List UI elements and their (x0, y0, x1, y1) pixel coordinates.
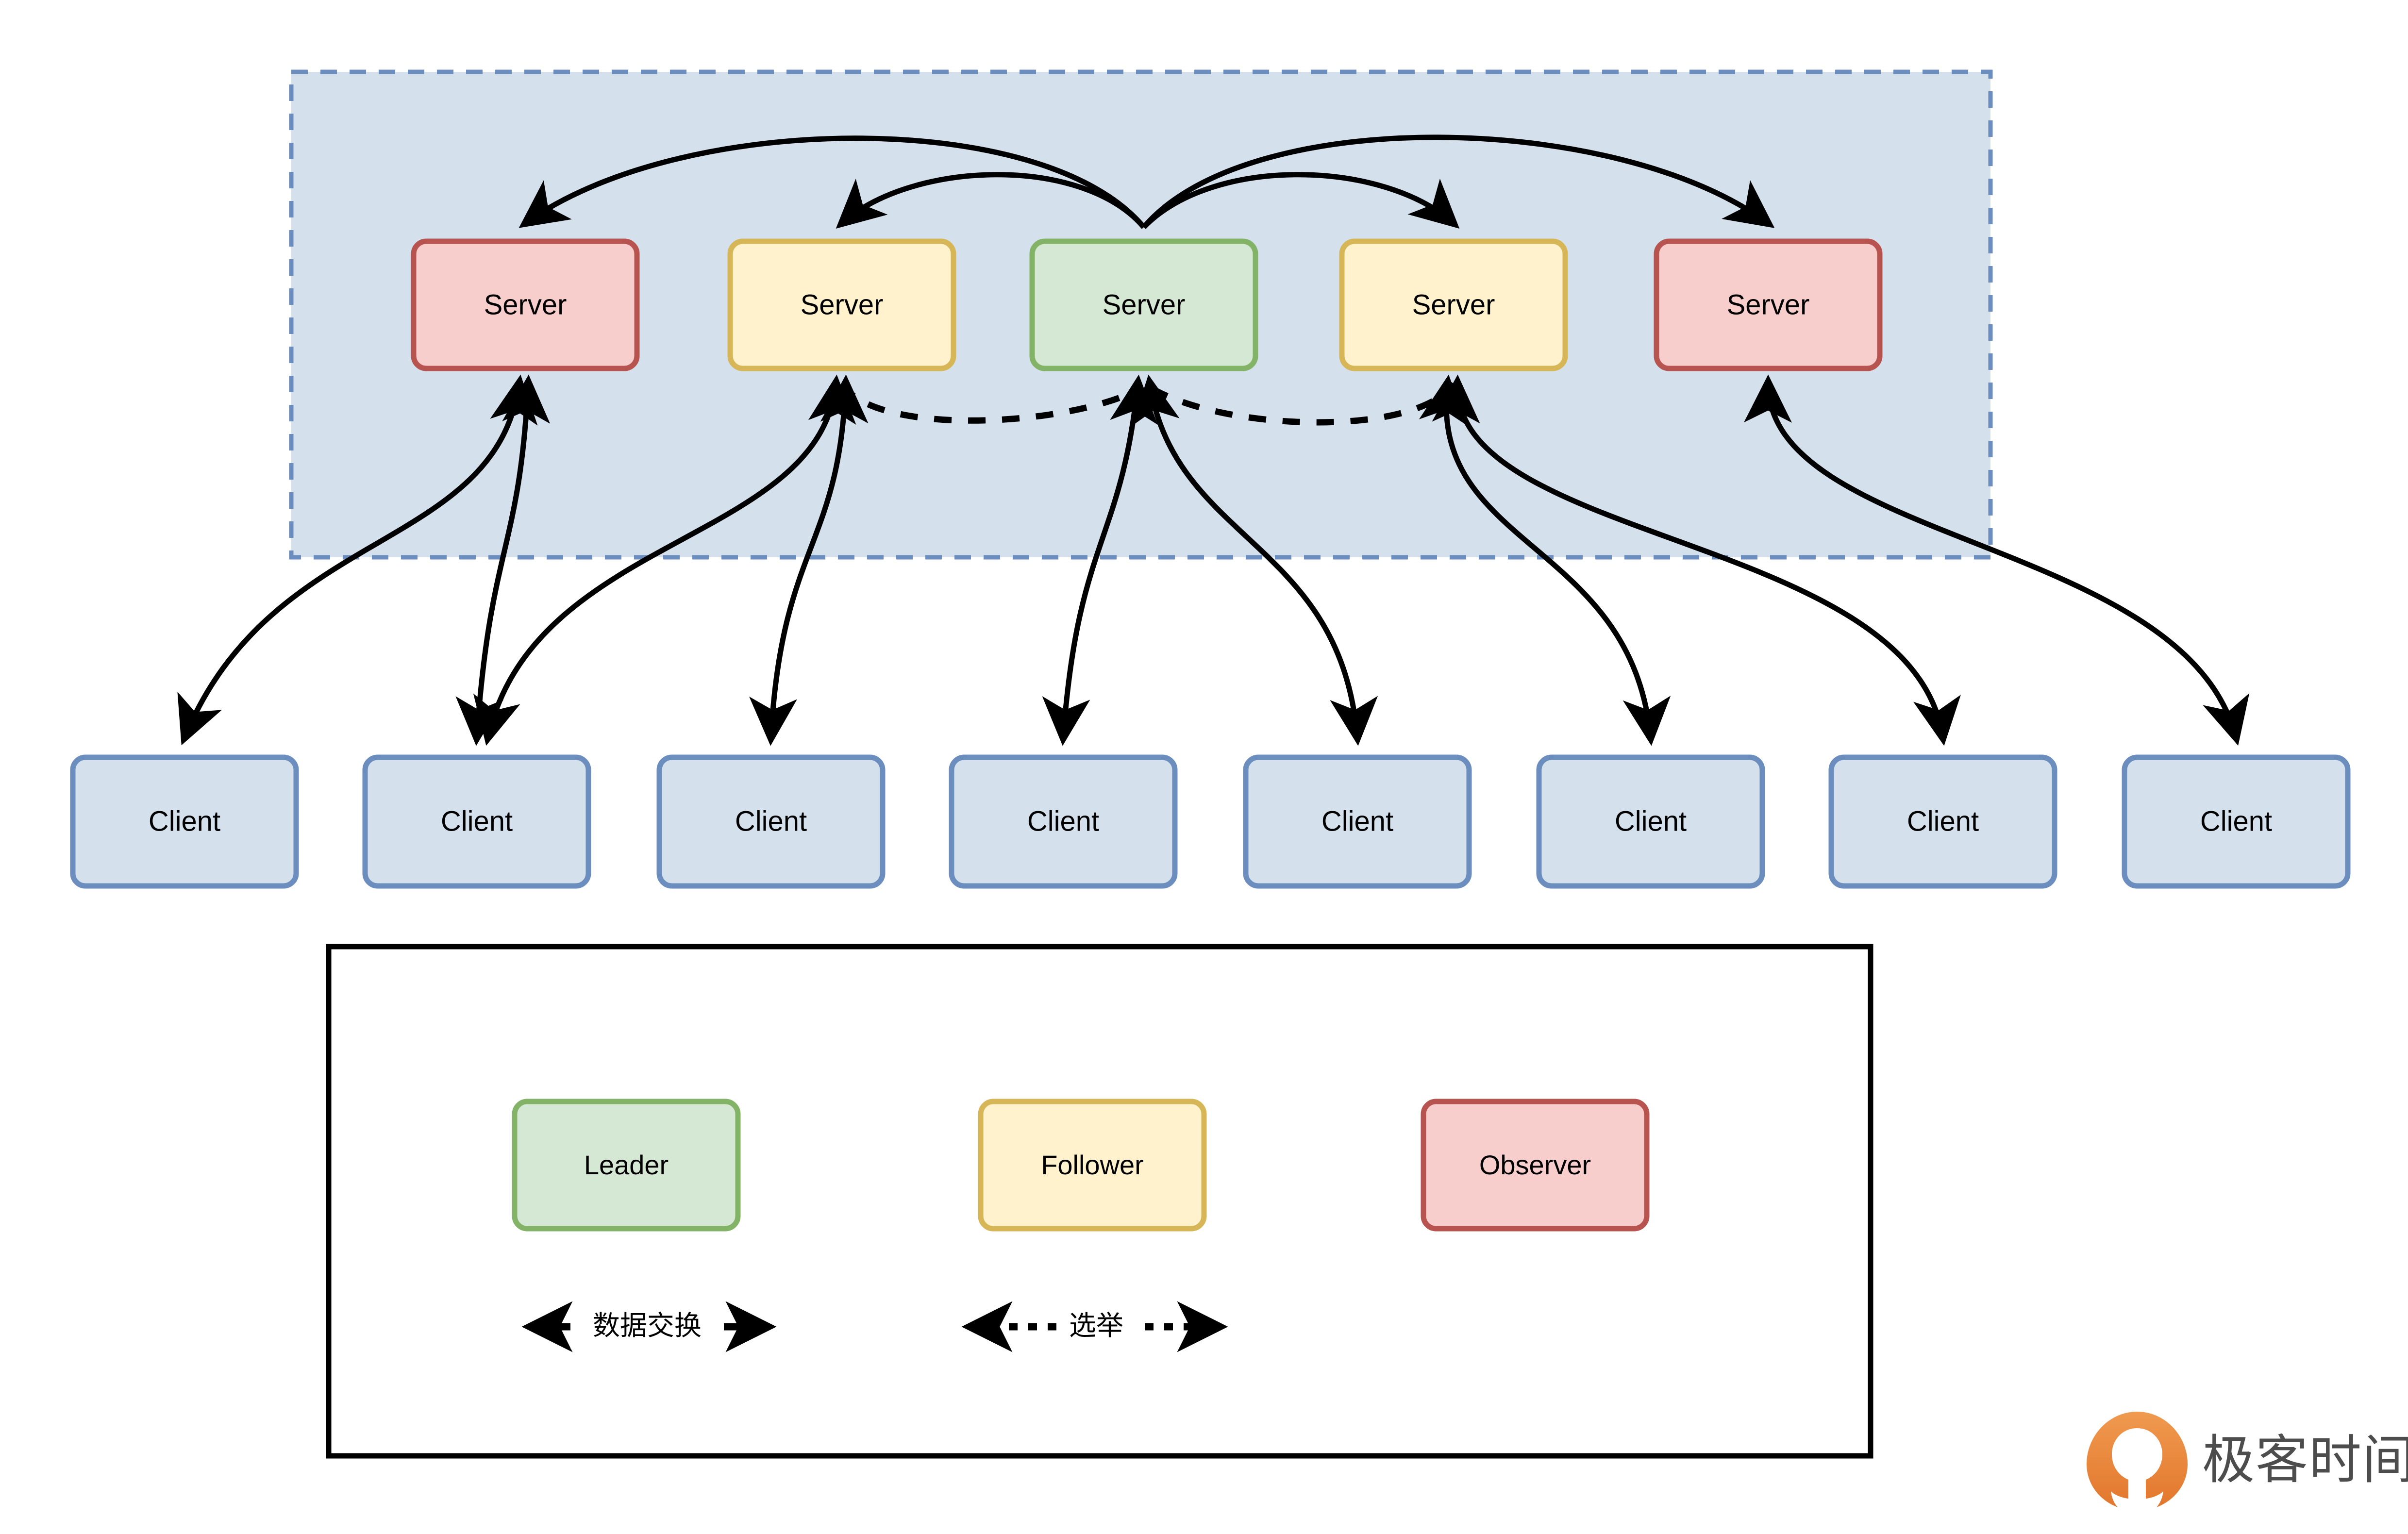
server-link-group (518, 134, 1775, 229)
client-box[interactable] (1243, 754, 1472, 889)
legend-swatch-observer[interactable] (1421, 1099, 1650, 1232)
client-node-5[interactable]: Client (1243, 754, 1472, 889)
watermark-text: 极客时间 (2202, 1431, 2408, 1489)
server-box[interactable] (411, 238, 640, 371)
legend-label-leader: Leader (584, 1150, 669, 1180)
legend-arrow-key-election: 选举 (961, 1301, 1228, 1352)
client-box[interactable] (1536, 754, 1765, 889)
client-box[interactable] (949, 754, 1178, 889)
client-label: Client (149, 805, 220, 837)
server-box[interactable] (727, 238, 956, 371)
server-box[interactable] (1339, 238, 1568, 371)
client-label: Client (735, 805, 807, 837)
client-label: Client (441, 805, 513, 837)
client-node-1[interactable]: Client (70, 754, 299, 889)
client-box[interactable] (2122, 754, 2351, 889)
server-node-4[interactable]: Server (1339, 238, 1568, 371)
edge-leader-client-4 (1042, 374, 1158, 746)
geektime-pin-smile (2111, 1491, 2163, 1516)
client-label: Client (1615, 805, 1687, 837)
client-node-8[interactable]: Client (2122, 754, 2351, 889)
server-box[interactable] (1654, 238, 1883, 371)
edge-leader-client-5 (1132, 374, 1378, 746)
server-node-2[interactable]: Server (727, 238, 956, 371)
server-node-5[interactable]: Server (1654, 238, 1883, 371)
election-label: 选举 (1069, 1310, 1123, 1341)
client-box[interactable] (70, 754, 299, 889)
client-label: Client (1321, 805, 1393, 837)
watermark: 极客时间 (2087, 1412, 2408, 1516)
client-label: Client (2200, 805, 2272, 837)
client-box[interactable] (1828, 754, 2057, 889)
server-box[interactable] (1029, 238, 1258, 371)
legend-label-follower: Follower (1041, 1150, 1144, 1180)
data-exchange-label: 数据交换 (593, 1310, 702, 1341)
edge-leader-to-observer-left (518, 135, 1146, 229)
server-node-3[interactable]: Server (1029, 238, 1258, 371)
geektime-pin-inner (2112, 1428, 2162, 1501)
client-node-4[interactable]: Client (949, 754, 1178, 889)
edge-observer-right-client-8 (1744, 374, 2250, 746)
server-node-1[interactable]: Server (411, 238, 640, 371)
edge-leader-to-follower-left (836, 172, 1146, 229)
client-box[interactable] (362, 754, 591, 889)
client-node-3[interactable]: Client (656, 754, 886, 889)
server-label: Server (801, 289, 884, 320)
client-label: Client (1907, 805, 1979, 837)
legend-item-follower[interactable]: Follower (978, 1099, 1207, 1232)
client-label: Client (1027, 805, 1099, 837)
edge-leader-to-follower-right (1142, 172, 1460, 229)
client-node-2[interactable]: Client (362, 754, 591, 889)
legend-item-observer[interactable]: Observer (1421, 1099, 1650, 1232)
legend-swatch-leader[interactable] (512, 1099, 741, 1232)
client-node-6[interactable]: Client (1536, 754, 1765, 889)
server-label: Server (1727, 289, 1810, 320)
legend-swatch-follower[interactable] (978, 1099, 1207, 1232)
edge-follower-left-client-3 (749, 374, 869, 746)
server-label: Server (1103, 289, 1186, 320)
server-label: Server (484, 289, 567, 320)
legend-label-observer: Observer (1479, 1150, 1591, 1180)
server-label: Server (1412, 289, 1495, 320)
legend-item-leader[interactable]: Leader (512, 1099, 741, 1232)
edge-leader-to-observer-right (1141, 134, 1775, 229)
client-box[interactable] (656, 754, 886, 889)
client-node-7[interactable]: Client (1828, 754, 2057, 889)
legend-arrow-key-data-exchange: 数据交换 (521, 1301, 777, 1352)
client-link-group (177, 374, 2250, 746)
